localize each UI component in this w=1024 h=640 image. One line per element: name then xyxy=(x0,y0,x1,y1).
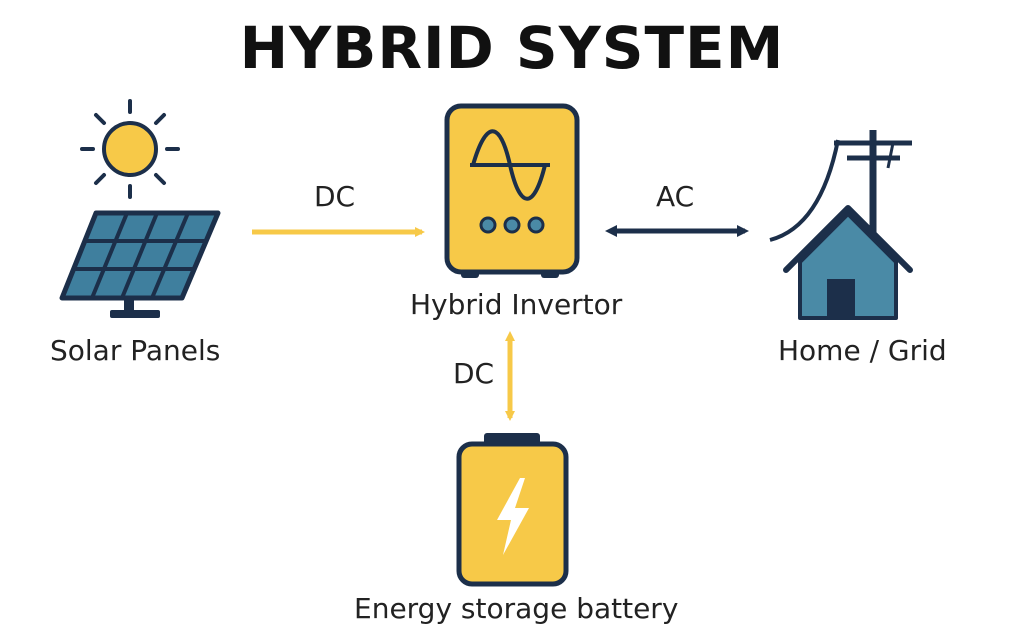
home-grid-label: Home / Grid xyxy=(778,334,947,367)
solar-panel-icon xyxy=(59,210,221,318)
diagram-title: HYBRID SYSTEM xyxy=(239,14,785,82)
inverter-label: Hybrid Invertor xyxy=(410,288,623,321)
house-grid-icon xyxy=(783,205,913,320)
solar-panels-label: Solar Panels xyxy=(50,334,221,367)
flow-label-dc-battery: DC xyxy=(453,357,495,390)
flow-label-dc-solar: DC xyxy=(314,180,356,213)
sun-icon xyxy=(80,99,180,199)
battery-icon xyxy=(456,433,569,587)
inverter-icon xyxy=(444,103,580,278)
flow-label-ac: AC xyxy=(656,180,695,213)
battery-label: Energy storage battery xyxy=(354,592,679,625)
